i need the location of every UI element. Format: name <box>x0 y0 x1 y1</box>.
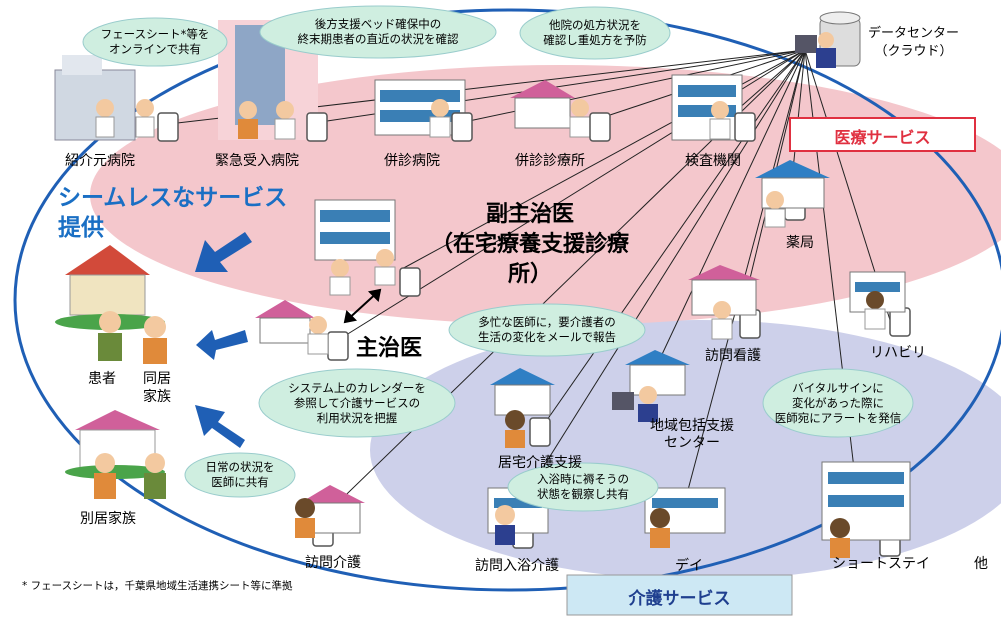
sub-doctor-label: 副主治医 （在宅療養支援診療 所） <box>430 202 629 287</box>
partner-hospital-icon <box>374 79 466 138</box>
label-patient: 患者 <box>88 371 116 387</box>
separate-home-icon <box>65 410 166 499</box>
label-short-stay: ショートステイ <box>832 556 930 572</box>
home-nursing-icon <box>688 265 760 340</box>
bubble-text-vital: バイタルサインに 変化があった際に 医師宛にアラートを発信 <box>774 381 902 425</box>
bubble-text-prescription: 他院の処方状況を 確認し重処方を予防 <box>543 18 647 47</box>
datacenter-icon <box>795 11 861 68</box>
tablet-icons <box>157 112 911 557</box>
partner-clinic-icon <box>510 80 591 138</box>
arrow-2 <box>196 330 248 360</box>
bubble-vital <box>762 368 914 438</box>
sub-doctor-clinic-icon <box>314 199 396 296</box>
title-line-1: シームレスなサービス <box>58 185 288 211</box>
patient-home-icon <box>55 245 167 364</box>
footnote: * フェースシートは，千葉県地域生活連携シート等に準拠 <box>22 580 293 592</box>
bubble-face-sheet <box>82 17 228 67</box>
lab-icon <box>671 74 743 141</box>
short-stay-icon <box>821 461 911 558</box>
arrow-1 <box>195 232 252 272</box>
bubble-text-calendar: システム上のカレンダーを 参照して介護サービスの 利用状況を把握 <box>288 381 426 425</box>
medical-banner: 医療サービス <box>834 128 931 147</box>
home-care-support-icon <box>490 368 555 448</box>
bubble-backup-bed <box>259 5 497 59</box>
label-home-care-support: 居宅介護支援 <box>498 455 582 471</box>
bubble-daily <box>184 452 296 498</box>
label-pharmacy: 薬局 <box>786 235 814 251</box>
care-banner: 介護サービス <box>628 589 731 609</box>
rehab-icon <box>849 271 906 330</box>
bubble-email-report <box>448 303 646 357</box>
label-day: デイ <box>675 558 703 574</box>
label-home-nursing: 訪問看護 <box>705 348 761 364</box>
bubble-bath <box>507 462 659 512</box>
facility-label-referral: 紹介元病院 <box>65 153 135 169</box>
facility-label-partner-hospital: 併診病院 <box>384 153 440 169</box>
label-community-center: 地域包括支援 センター <box>650 418 734 451</box>
primary-clinic-icon <box>255 300 329 355</box>
label-family-cohabit: 同居 家族 <box>143 371 171 405</box>
pharmacy-icon <box>755 160 830 228</box>
care-banner-box <box>566 574 793 616</box>
medical-banner-box <box>789 117 976 152</box>
label-home-care: 訪問介護 <box>305 555 361 571</box>
label-bath-care: 訪問入浴介護 <box>475 558 559 574</box>
title-line-2: 提供 <box>58 215 104 241</box>
primary-doctor-label: 主治医 <box>356 336 423 361</box>
label-rehab: リハビリ <box>870 345 926 361</box>
bubble-text-daily: 日常の状況を 医師に共有 <box>205 460 275 489</box>
bubble-prescription <box>519 6 671 60</box>
outer-ellipse <box>13 8 1001 592</box>
bubble-text-email-report: 多忙な医師に，要介護者の 生活の変化をメールで報告 <box>478 315 616 344</box>
double-arrow <box>343 288 382 324</box>
facility-label-partner-clinic: 併診診療所 <box>515 153 585 169</box>
label-other: 他 <box>974 556 988 572</box>
bubble-text-backup-bed: 後方支援ベッド確保中の 終末期患者の直近の状況を確認 <box>297 17 459 46</box>
home-care-icon <box>295 485 365 538</box>
arrow-3 <box>195 405 245 448</box>
arrows <box>195 232 252 448</box>
bubble-text-bath: 入浴時に褥そうの 状態を観察し共有 <box>537 472 629 501</box>
label-family-separate: 別居家族 <box>80 511 136 527</box>
bubble-text-face-sheet: フェースシート*等を オンラインで共有 <box>100 27 210 56</box>
day-service-icon <box>644 487 726 548</box>
facility-label-lab: 検査機関 <box>685 153 741 169</box>
facility-label-emergency: 緊急受入病院 <box>215 153 299 169</box>
hospital-icon <box>54 55 155 141</box>
speech-bubbles <box>82 5 914 512</box>
community-center-icon <box>612 350 690 422</box>
bubble-calendar <box>258 368 456 438</box>
datacenter-label: データセンター （クラウド） <box>868 26 960 59</box>
